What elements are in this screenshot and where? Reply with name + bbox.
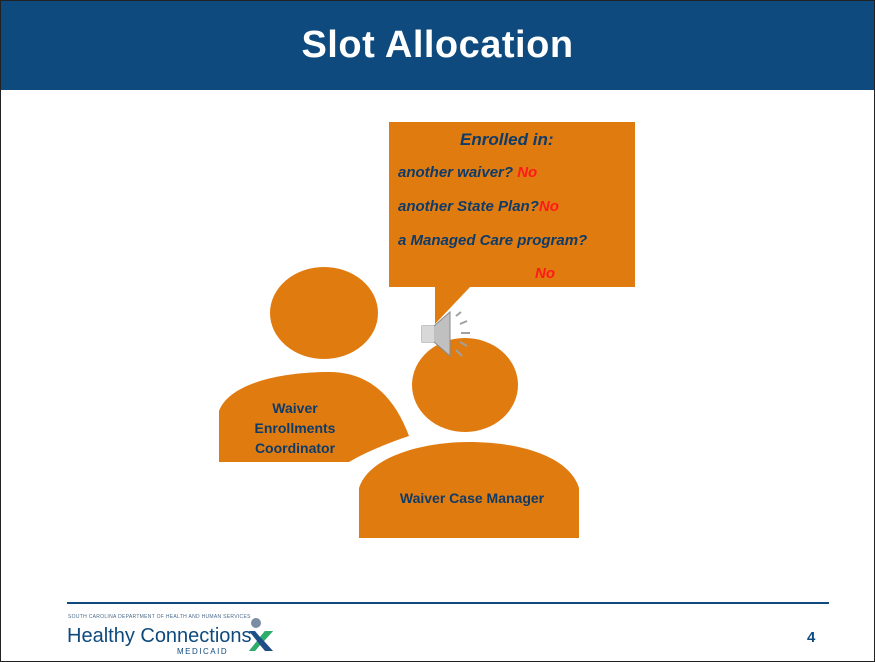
callout-item: another State Plan?No	[398, 198, 559, 215]
people-illustration	[219, 267, 579, 538]
page-number: 4	[807, 629, 816, 646]
title-bar: Slot Allocation	[1, 1, 874, 90]
callout-item: another waiver? No	[398, 164, 538, 181]
enrollment-callout: Enrolled in: another waiver? No another …	[389, 122, 635, 287]
case-manager-label: Waiver Case Manager	[399, 490, 545, 506]
callout-answer: No	[535, 265, 555, 282]
callout-answer: No	[538, 198, 559, 215]
slide-title: Slot Allocation	[301, 24, 574, 66]
case-manager-head	[412, 338, 518, 432]
callout-item: a Managed Care program?	[398, 232, 588, 249]
callout-tail	[435, 286, 471, 324]
speaker-audio-icon[interactable]	[420, 306, 478, 362]
case-manager-body	[359, 442, 579, 538]
footer-agency-text: SOUTH CAROLINA DEPARTMENT OF HEALTH AND …	[68, 614, 251, 620]
coordinator-body	[219, 372, 409, 462]
footer-brand: Healthy Connections	[67, 625, 252, 647]
callout-answer: No	[517, 164, 538, 181]
coordinator-label: Waiver Enrollments Coordinator	[254, 400, 336, 456]
footer-brand-sub: MEDICAID	[177, 647, 229, 656]
footer-divider	[67, 602, 829, 604]
healthy-connections-logo-icon	[249, 618, 273, 651]
callout-heading: Enrolled in:	[460, 130, 554, 149]
coordinator-head	[270, 267, 378, 359]
